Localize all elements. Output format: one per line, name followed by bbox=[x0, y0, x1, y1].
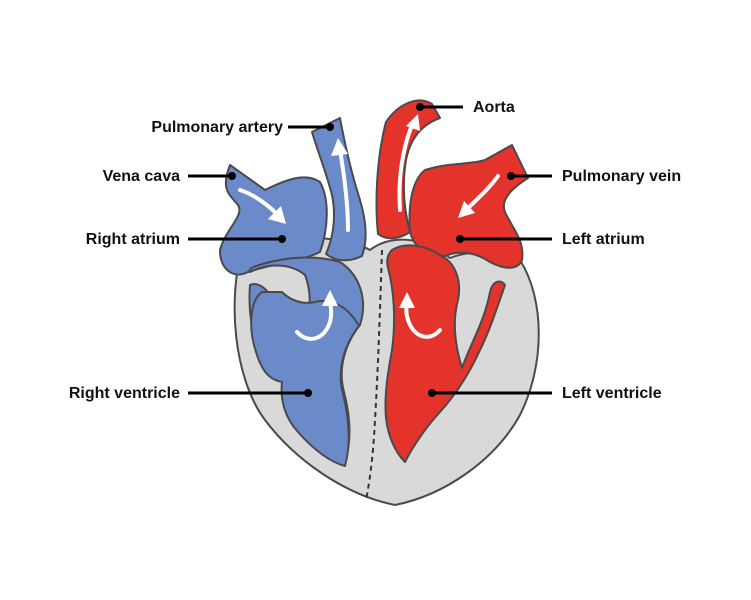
left-atrium-label: Left atrium bbox=[562, 231, 645, 248]
pulmonary-vein-label: Pulmonary vein bbox=[562, 168, 681, 185]
left-ventricle-chamber bbox=[384, 244, 506, 463]
vena-cava-label: Vena cava bbox=[103, 168, 181, 185]
flow-arrowhead-aorta bbox=[406, 114, 420, 131]
right-ventricle-label: Right ventricle bbox=[69, 385, 180, 402]
flow-arrow-left-ventricle bbox=[404, 302, 442, 339]
label-pulmonary-artery: Pulmonary artery bbox=[151, 119, 334, 136]
label-pulmonary-vein: Pulmonary vein bbox=[507, 168, 681, 185]
label-left-ventricle: Left ventricle bbox=[428, 385, 662, 402]
label-vena-cava: Vena cava bbox=[103, 168, 236, 185]
left-ventricle-label: Left ventricle bbox=[562, 385, 662, 402]
flow-arrowhead-pulmonary-vein bbox=[458, 201, 475, 218]
septum-line bbox=[365, 249, 383, 501]
label-aorta: Aorta bbox=[416, 99, 515, 116]
flow-arrow-right-ventricle bbox=[295, 300, 334, 341]
pulmonary-artery-label: Pulmonary artery bbox=[151, 119, 283, 136]
pulmonary-artery-vessel bbox=[311, 117, 367, 262]
flow-arrowhead-right-ventricle bbox=[322, 290, 338, 306]
flow-arrow-pulmonary-artery bbox=[338, 148, 350, 232]
flow-arrowhead-left-ventricle bbox=[399, 292, 415, 308]
blood-flow-arrows bbox=[238, 114, 500, 341]
aorta-label: Aorta bbox=[473, 99, 515, 116]
flow-arrowhead-pulmonary-artery bbox=[331, 138, 348, 156]
label-right-ventricle: Right ventricle bbox=[69, 385, 312, 402]
flow-arrowhead-vena-cava bbox=[268, 206, 286, 224]
label-right-atrium: Right atrium bbox=[86, 231, 286, 248]
right-atrium-label: Right atrium bbox=[86, 231, 180, 248]
label-left-atrium: Left atrium bbox=[456, 231, 645, 248]
aorta-vessel bbox=[375, 99, 441, 240]
flow-arrow-aorta bbox=[397, 123, 414, 212]
